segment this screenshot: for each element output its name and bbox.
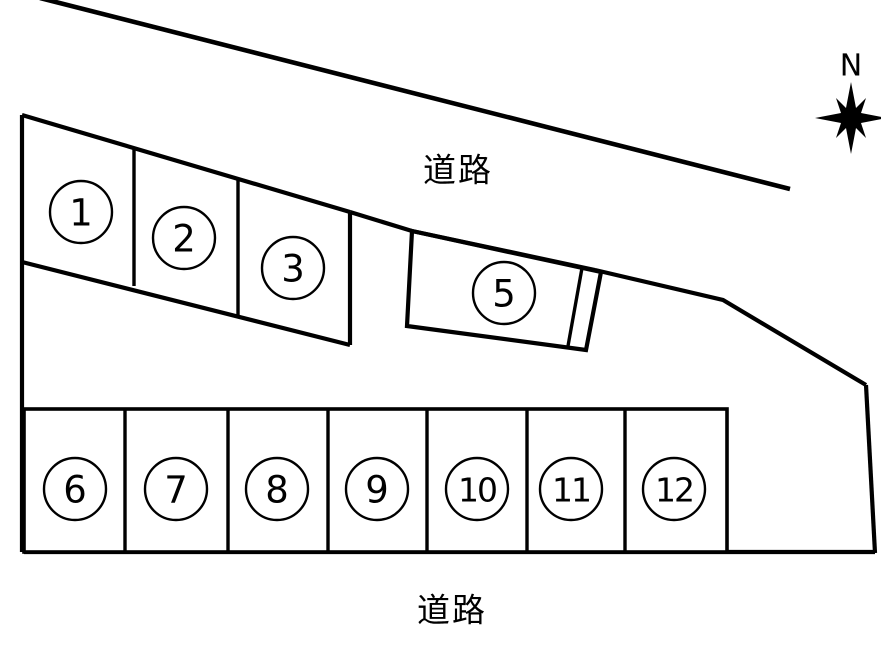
property-right-edge xyxy=(863,384,878,554)
stall-marker-8[interactable]: 8 xyxy=(244,456,310,522)
stall-marker-10[interactable]: 10 xyxy=(444,456,510,522)
stall-6-label: 6 xyxy=(63,469,87,512)
stall-marker-7[interactable]: 7 xyxy=(143,456,209,522)
stall-10-ring xyxy=(444,456,510,522)
stall-11-ring xyxy=(538,456,604,522)
stall-marker-12[interactable]: 12 xyxy=(641,456,707,522)
stall-12-label: 12 xyxy=(655,471,693,510)
stall-2-ring xyxy=(151,205,217,271)
stall-1-ring xyxy=(48,179,114,245)
stall-9-ring xyxy=(344,456,410,522)
stall-6-ring xyxy=(42,456,108,522)
stall-7-label: 7 xyxy=(164,469,188,512)
stall-2-label: 2 xyxy=(172,218,196,261)
stall-10-label: 10 xyxy=(458,471,496,510)
stall-8-ring xyxy=(244,456,310,522)
stall-marker-1[interactable]: 1 xyxy=(48,179,114,245)
upper-block-top-edge xyxy=(21,112,351,215)
compass-north-label: N xyxy=(840,49,862,84)
stall-marker-3[interactable]: 3 xyxy=(260,235,326,301)
compass-rose: N xyxy=(815,49,881,154)
stall-7-ring xyxy=(143,456,209,522)
stall-marker-2[interactable]: 2 xyxy=(151,205,217,271)
stall-11-label: 11 xyxy=(552,471,590,510)
road-top-far-edge-line xyxy=(39,0,791,192)
property-northeast-boundary xyxy=(594,267,868,387)
stall-12-ring xyxy=(641,456,707,522)
stall-marker-11[interactable]: 11 xyxy=(538,456,604,522)
stall-marker-6[interactable]: 6 xyxy=(42,456,108,522)
stall-5-ring xyxy=(471,260,537,326)
stall-5-right-divider xyxy=(566,267,584,347)
stall-marker-5[interactable]: 5 xyxy=(471,260,537,326)
stall-marker-9[interactable]: 9 xyxy=(344,456,410,522)
stall-1-label: 1 xyxy=(69,192,93,235)
stall-5-label: 5 xyxy=(492,273,516,316)
stall-3-label: 3 xyxy=(281,248,305,291)
stall-5-outline xyxy=(404,228,604,353)
upper-block-bottom-edge xyxy=(21,259,351,348)
stall-8-label: 8 xyxy=(265,469,289,512)
road-label-bottom: 道路 xyxy=(417,591,487,630)
road-label-top: 道路 xyxy=(423,151,493,190)
stall-3-ring xyxy=(260,235,326,301)
compass-star-icon xyxy=(815,82,881,154)
stall-9-label: 9 xyxy=(365,469,389,512)
